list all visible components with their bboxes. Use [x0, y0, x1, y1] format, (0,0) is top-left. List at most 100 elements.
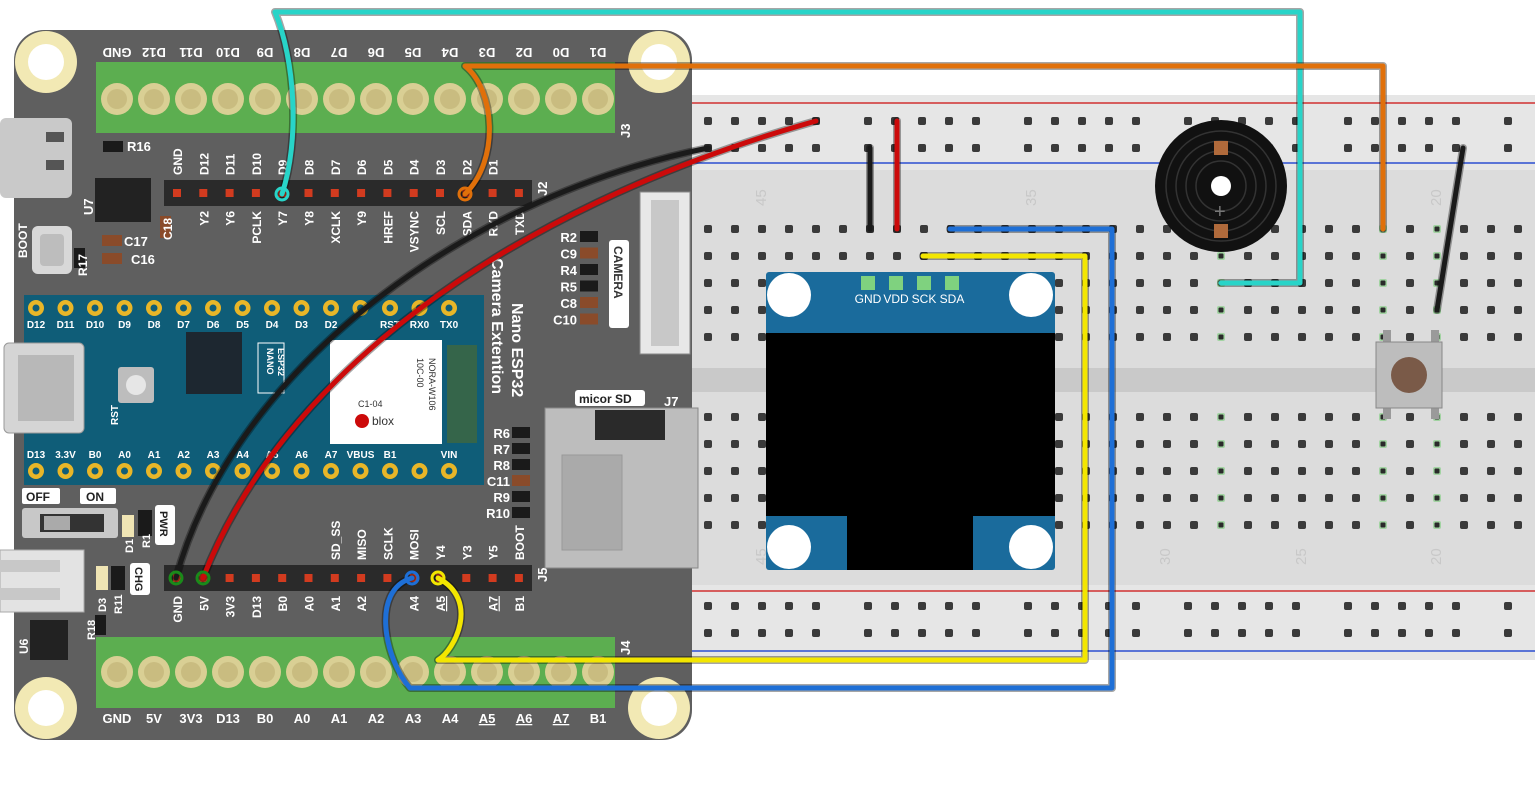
terminal-pin-label: D10 [216, 45, 240, 60]
pin-label: A2 [355, 596, 369, 612]
pin-label: MISO [355, 529, 369, 560]
wire-black-button [1434, 145, 1466, 313]
component-label: C10 [553, 313, 577, 328]
arduino-pin-label: D2 [325, 320, 338, 331]
arduino-pin-label: A7 [325, 450, 338, 461]
component-label: R2 [560, 230, 577, 245]
terminal-pin-label: A4 [442, 711, 459, 726]
arduino-pin-label: 3.3V [55, 450, 76, 461]
nano-badge-text: ESP32 [276, 348, 286, 376]
pin-label: A7 [487, 596, 501, 612]
component-label: R6 [493, 426, 510, 441]
component-label: R11 [113, 594, 125, 614]
microsd-slot[interactable] [544, 407, 699, 569]
arduino-pin-label: B1 [384, 450, 397, 461]
switch-on-label: ON [86, 490, 104, 504]
pin-label: D8 [303, 159, 317, 175]
switch-off-label: OFF [26, 490, 50, 504]
terminal-pin-label: A2 [368, 711, 385, 726]
wire-yellow [435, 253, 1088, 663]
pin-label: D6 [355, 159, 369, 175]
module-text: C1-04 [358, 399, 383, 409]
wire-cyan [272, 9, 1303, 286]
pin-label: A0 [303, 596, 317, 612]
pin-label: VSYNC [408, 211, 422, 253]
terminal-pin-label: D9 [257, 45, 274, 60]
wire-red [200, 118, 819, 581]
wire-orange [462, 63, 1386, 232]
pwr-label: PWR [157, 511, 169, 537]
bb-number: 20 [1428, 548, 1445, 565]
component-label: R18 [86, 620, 98, 640]
component-label: R5 [560, 280, 577, 295]
arduino-pin-label: D3 [295, 320, 308, 331]
terminal-pin-label: A1 [331, 711, 348, 726]
bb-number: 25 [1293, 548, 1310, 565]
oled-pin-label: GND [855, 292, 882, 306]
pin-label: 3V3 [224, 596, 238, 618]
boot-button[interactable] [32, 226, 72, 274]
terminal-pin-label: 5V [146, 711, 162, 726]
terminal-pin-label: GND [103, 711, 132, 726]
push-button[interactable] [1375, 330, 1443, 419]
arduino-pin-label: D12 [27, 320, 46, 331]
terminal-pin-label: D2 [516, 45, 533, 60]
pin-label: SD_SS [329, 521, 343, 560]
terminal-pin-label: D13 [216, 711, 240, 726]
oled-pin-label: VDD [883, 292, 909, 306]
arduino-pin-label: RX0 [410, 320, 430, 331]
component-label: R1 [141, 534, 153, 548]
pin-label: D5 [381, 159, 395, 175]
pin-label: A4 [408, 596, 422, 612]
pin-label: D11 [224, 153, 238, 175]
component-label: BOOT [16, 223, 30, 258]
nano-badge-text: NANO [265, 348, 275, 375]
component-label: R16 [127, 139, 151, 154]
reset-button[interactable] [118, 367, 154, 403]
arduino-pin-label: VBUS [347, 450, 375, 461]
pin-label: Y2 [197, 211, 211, 226]
component-label: C11 [487, 474, 510, 489]
arduino-pin-label: D5 [236, 320, 249, 331]
usb-c-port[interactable] [0, 118, 72, 198]
pin-label: D4 [408, 159, 422, 175]
arduino-pin-label: D11 [57, 320, 75, 331]
pin-label: D13 [250, 596, 264, 618]
oled-pin-label: SCK [912, 292, 937, 306]
battery-connector[interactable] [0, 549, 85, 613]
terminal-pin-label: A3 [405, 711, 422, 726]
component-label: R7 [493, 442, 510, 457]
terminal-pin-label: A5 [479, 711, 496, 726]
component-label: R8 [493, 458, 510, 473]
arduino-pin-label: D9 [118, 320, 131, 331]
nora-module [330, 340, 442, 444]
terminal-pin-label: D6 [368, 45, 385, 60]
power-switch[interactable] [22, 508, 118, 538]
pin-label: GND [171, 596, 185, 623]
component-label: C16 [131, 252, 155, 267]
terminal-pin-label: D4 [441, 45, 458, 60]
pin-label: Y9 [355, 211, 369, 226]
bb-number: 20 [1428, 189, 1445, 206]
terminal-pin-label: D12 [142, 45, 166, 60]
arduino-pin-label: D13 [27, 450, 46, 461]
board-title: Nano ESP32 [508, 303, 525, 397]
pin-label: BOOT [513, 525, 527, 560]
connector-label: J4 [618, 640, 633, 655]
pin-label: 5V [197, 596, 211, 611]
component-label: R9 [493, 490, 510, 505]
module-text: blox [372, 414, 394, 428]
pin-label: SCLK [381, 527, 395, 560]
microsd-label: micor SD [579, 392, 632, 406]
component-label: C17 [124, 234, 148, 249]
terminal-pin-label: D5 [405, 45, 422, 60]
arduino-pin-label: D7 [177, 320, 190, 331]
component-label: U6 [17, 638, 31, 654]
chip-u6 [30, 620, 68, 660]
terminal-pin-label: D0 [553, 45, 570, 60]
component-label: C18 [161, 218, 175, 240]
chg-label: CHG [132, 567, 144, 591]
oled-pin-label: SDA [940, 292, 965, 306]
